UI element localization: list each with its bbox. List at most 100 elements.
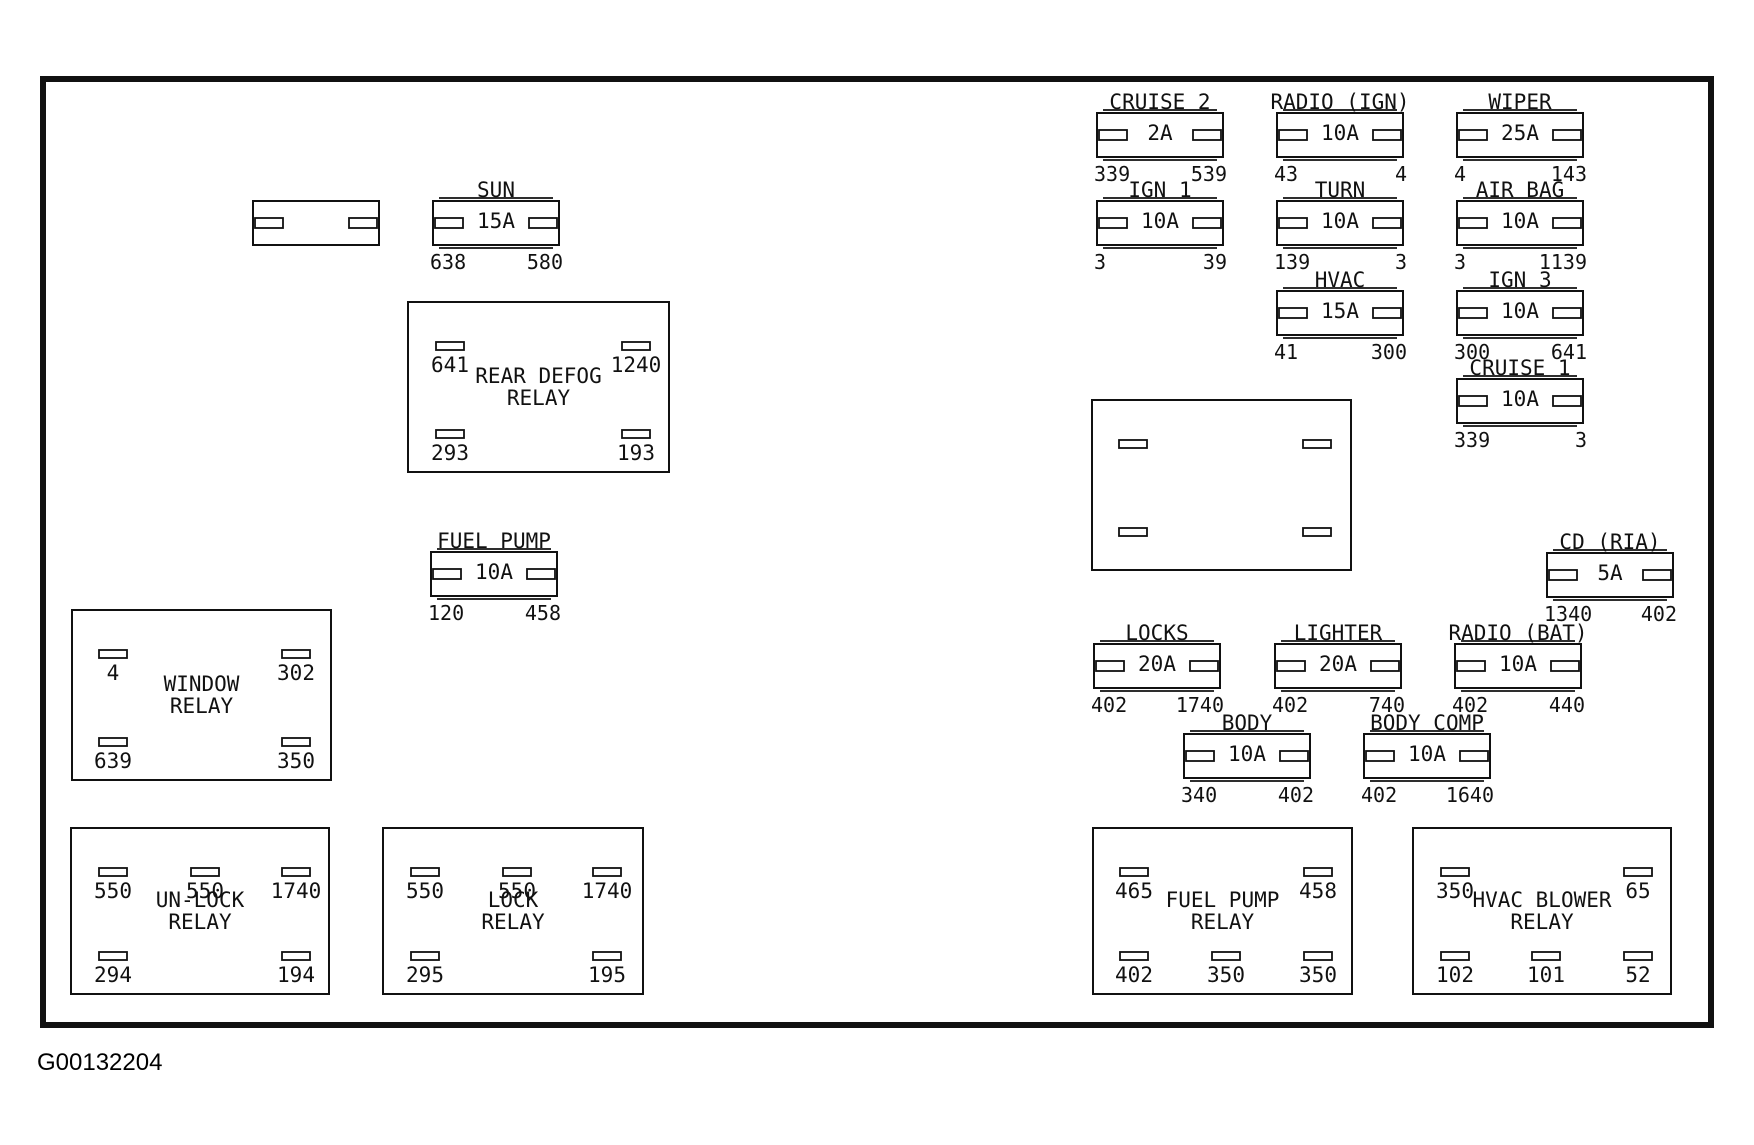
fuse-pin-left: 638 xyxy=(430,250,466,274)
fuse-label: CRUISE 1 xyxy=(1469,356,1570,380)
fuse-pin-left: 43 xyxy=(1274,162,1298,186)
fuse-rating: 10A xyxy=(1141,209,1179,233)
fuse-pin-left: 3 xyxy=(1454,250,1466,274)
fuse-rating: 10A xyxy=(1499,652,1537,676)
fuse-rating: 10A xyxy=(1228,742,1266,766)
relay-body xyxy=(1412,827,1672,995)
relay-label: HVAC BLOWER xyxy=(1472,888,1611,912)
fuse-terminal xyxy=(1456,660,1486,672)
relay-pin: 101 xyxy=(1527,963,1565,987)
fuse-terminal xyxy=(526,568,556,580)
fuse-rating: 2A xyxy=(1147,121,1173,145)
relay-pin: 458 xyxy=(1299,879,1337,903)
fuse-pin-left: 139 xyxy=(1274,250,1310,274)
relay-terminal xyxy=(435,341,465,351)
relay xyxy=(1091,399,1352,571)
relay-terminal xyxy=(281,867,311,877)
relay-terminal xyxy=(98,951,128,961)
relay-label: RELAY xyxy=(1191,910,1255,934)
figure-code: G00132204 xyxy=(37,1049,163,1076)
fuse-terminal xyxy=(1278,307,1308,319)
fuse-pin-right: 300 xyxy=(1371,340,1407,364)
fuse-pin-right: 3 xyxy=(1395,250,1407,274)
fuse-terminal xyxy=(254,217,284,229)
fuse-terminal xyxy=(1095,660,1125,672)
relay-terminal xyxy=(1303,867,1333,877)
relay-terminal xyxy=(1440,867,1470,877)
relay-terminal xyxy=(1118,527,1148,537)
relay-terminal xyxy=(1302,439,1332,449)
relay-pin: 52 xyxy=(1625,963,1650,987)
relay-label: RELAY xyxy=(168,910,232,934)
fuse-pin-left: 3 xyxy=(1094,250,1106,274)
relay-pin: 195 xyxy=(588,963,626,987)
relay-body xyxy=(407,301,670,473)
fuse-terminal xyxy=(1192,129,1222,141)
fuse-terminal xyxy=(1098,129,1128,141)
fuse-pin-left: 402 xyxy=(1091,693,1127,717)
relay-pin: 293 xyxy=(431,441,469,465)
relay-pin: 550 xyxy=(186,879,224,903)
fuse-terminal xyxy=(1552,217,1582,229)
relay-terminal xyxy=(502,867,532,877)
fuse-terminal xyxy=(1192,217,1222,229)
relay-terminal xyxy=(435,429,465,439)
fuse-terminal xyxy=(1189,660,1219,672)
relay-label: RELAY xyxy=(481,910,545,934)
fuse-terminal xyxy=(1550,660,1580,672)
fuse-rating: 10A xyxy=(1321,121,1359,145)
fuse-rating: 15A xyxy=(1321,299,1359,323)
fuse-pin-left: 4 xyxy=(1454,162,1466,186)
relay-terminal xyxy=(621,429,651,439)
relay-label: RELAY xyxy=(507,386,571,410)
relay-terminal xyxy=(281,951,311,961)
fuse-label: BODY xyxy=(1222,711,1273,735)
fuse-label: RADIO (BAT) xyxy=(1448,621,1587,645)
relay-terminal xyxy=(98,867,128,877)
fuse-pin-right: 458 xyxy=(525,601,561,625)
fuse-rating: 10A xyxy=(1501,299,1539,323)
relay-terminal xyxy=(1440,951,1470,961)
relay-terminal xyxy=(410,867,440,877)
relay-terminal xyxy=(1623,951,1653,961)
fuse-pin-right: 440 xyxy=(1549,693,1585,717)
relay-pin: 350 xyxy=(277,749,315,773)
relay-pin: 194 xyxy=(277,963,315,987)
relay-terminal xyxy=(1118,439,1148,449)
fuse-pin-right: 539 xyxy=(1191,162,1227,186)
fuse-rating: 10A xyxy=(1408,742,1446,766)
fuse-terminal xyxy=(1458,129,1488,141)
fuse-terminal xyxy=(1278,129,1308,141)
fuse-label: TURN xyxy=(1315,178,1366,202)
fuse-pin-right: 580 xyxy=(527,250,563,274)
fuse-rating: 5A xyxy=(1597,561,1623,585)
relay-pin: 641 xyxy=(431,353,469,377)
fuse-label: IGN 3 xyxy=(1488,268,1551,292)
fuse-pin-left: 339 xyxy=(1094,162,1130,186)
fuse-label: LIGHTER xyxy=(1294,621,1383,645)
fuse-pin-right: 1740 xyxy=(1176,693,1224,717)
relay-label: RELAY xyxy=(170,694,234,718)
fuse-rating: 20A xyxy=(1319,652,1357,676)
relay-terminal xyxy=(1623,867,1653,877)
fuse-pin-right: 1139 xyxy=(1539,250,1587,274)
relay-terminal xyxy=(592,951,622,961)
relay-body xyxy=(70,827,330,995)
fuse-terminal xyxy=(1459,750,1489,762)
fuse-label: FUEL PUMP xyxy=(437,529,551,553)
fuse-terminal xyxy=(1098,217,1128,229)
fuse-terminal xyxy=(1458,217,1488,229)
fuse-pin-left: 1340 xyxy=(1544,602,1592,626)
